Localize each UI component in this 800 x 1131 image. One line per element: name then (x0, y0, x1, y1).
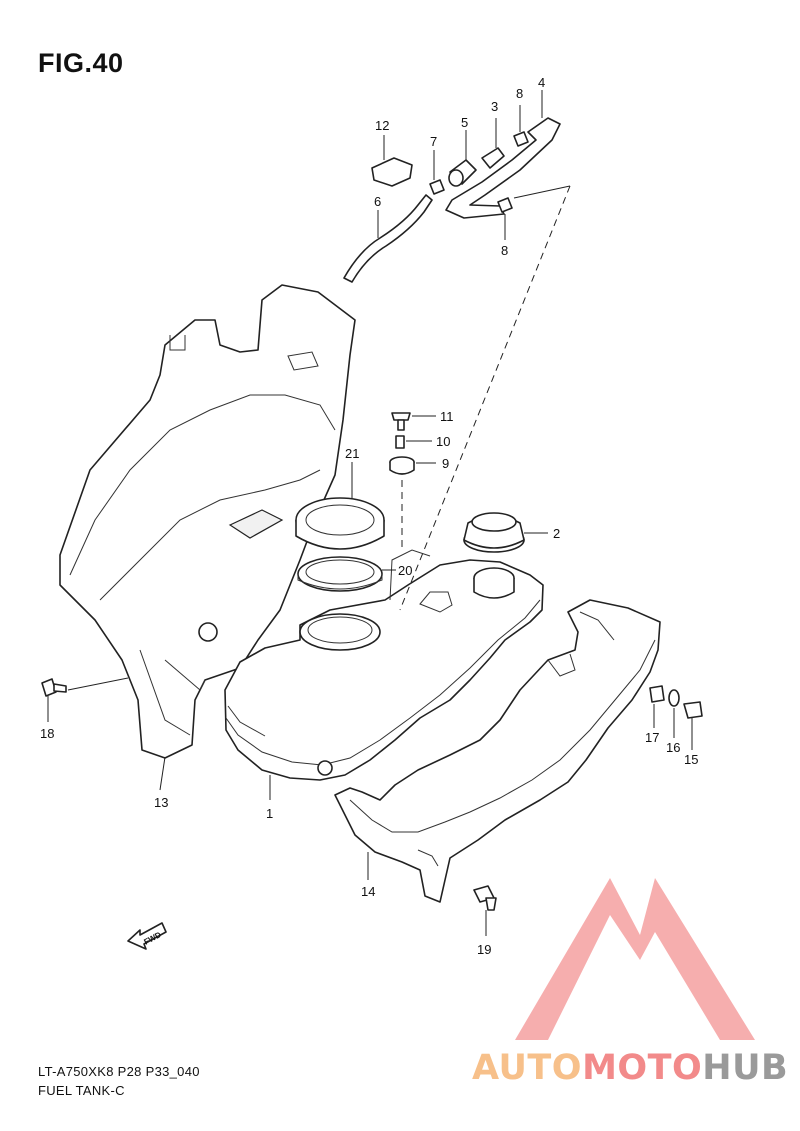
part-15-bolt (683, 701, 703, 750)
callout-13: 13 (154, 795, 168, 810)
part-1-fuel-tank (224, 549, 544, 800)
model-code: LT-A750XK8 P28 P33_040 (38, 1064, 200, 1079)
part-9-damper (389, 456, 436, 475)
part-20-gasket (297, 556, 396, 592)
callout-7: 7 (430, 134, 437, 149)
part-13-side-cover (59, 284, 356, 791)
section-name: FUEL TANK-C (38, 1083, 125, 1098)
part-11-bolt (391, 412, 436, 431)
callout-2: 2 (553, 526, 560, 541)
part-17-collar (649, 685, 665, 728)
part-19-clip (473, 885, 497, 936)
part-12-clamp (371, 135, 413, 187)
watermark-text: AUTOMOTOHUB (472, 1048, 788, 1088)
callout-9: 9 (442, 456, 449, 471)
callout-4: 4 (538, 75, 545, 90)
part-8-clip-upper (513, 105, 529, 147)
callout-10: 10 (436, 434, 450, 449)
part-10-collar (395, 435, 432, 449)
callout-1: 1 (266, 806, 273, 821)
part-5-valve (448, 130, 477, 187)
callout-17: 17 (645, 730, 659, 745)
callout-labels: 1 2 3 4 5 6 7 8 8 9 10 11 12 13 14 15 16… (40, 75, 698, 957)
part-3-joint (481, 118, 505, 169)
watermark-part-c: HUB (702, 1048, 789, 1088)
callout-15: 15 (684, 752, 698, 767)
callout-11: 11 (440, 409, 454, 424)
callout-20: 20 (398, 563, 412, 578)
callout-3: 3 (491, 99, 498, 114)
callout-8-lower: 8 (501, 243, 508, 258)
fwd-direction-arrow: FWD (127, 922, 167, 950)
part-14-side-cover (334, 599, 661, 903)
watermark-part-b: MOTO (582, 1048, 703, 1088)
callout-19: 19 (477, 942, 491, 957)
callout-6: 6 (374, 194, 381, 209)
part-2-fuel-cap (463, 512, 548, 553)
callout-18: 18 (40, 726, 54, 741)
part-16-washer (668, 689, 680, 738)
part-18-bolt (41, 677, 129, 722)
watermark-logo (515, 878, 755, 1040)
figure-title: FIG.40 (38, 48, 124, 78)
part-8-clip-lower (497, 185, 571, 240)
callout-8-upper: 8 (516, 86, 523, 101)
callout-5: 5 (461, 115, 468, 130)
callout-16: 16 (666, 740, 680, 755)
part-7-clip (429, 150, 445, 195)
part-21-lock-ring (295, 462, 385, 550)
part-6-breather-hose (343, 194, 433, 283)
callout-14: 14 (361, 884, 375, 899)
callout-12: 12 (375, 118, 389, 133)
watermark-part-a: AUTO (472, 1048, 583, 1088)
callout-21: 21 (345, 446, 359, 461)
